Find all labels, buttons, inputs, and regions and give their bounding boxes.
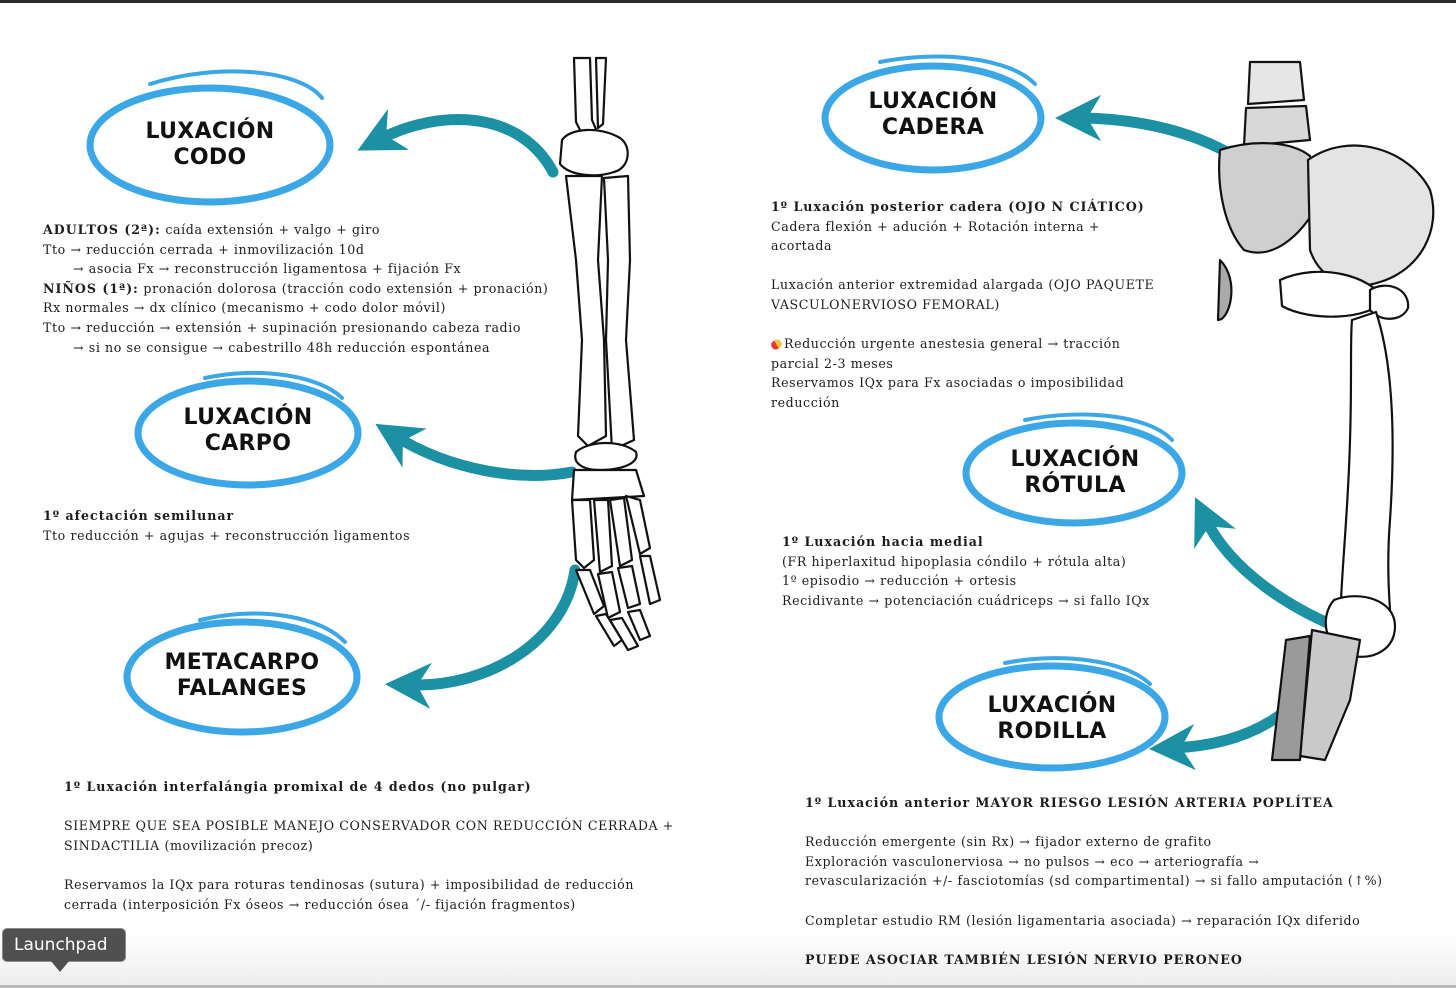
text-rodilla: 1º Luxación anterior MAYOR RIESGO LESIÓN…: [805, 795, 1383, 967]
window-bottom-fade: [0, 930, 1456, 988]
launchpad-tooltip-tail: [50, 960, 70, 972]
ellipse-carpo: [134, 377, 362, 489]
window-bottom-border: [0, 985, 1456, 988]
text-cadera: 1º Luxación posterior cadera (OJO N CIÁT…: [769, 199, 1155, 410]
title-ellipses: [86, 54, 1186, 772]
ellipse-rotula: [962, 419, 1186, 527]
text-metacarpo: 1º Luxación interfalángia promixal de 4 …: [64, 779, 674, 912]
text-codo: ADULTOS (2ª): caída extensión + valgo + …: [43, 222, 549, 355]
leg-skeleton: [1216, 60, 1435, 762]
arm-skeleton: [558, 56, 662, 652]
ellipse-cadera: [821, 62, 1045, 174]
ellipse-metacarpo: [123, 618, 361, 736]
arrow-metacarpo: [384, 564, 581, 709]
text-rotula: 1º Luxación hacia medial (FR hiperlaxitu…: [782, 534, 1150, 608]
window-top-border: [0, 0, 1456, 3]
arrow-carpo: [375, 423, 578, 481]
pill-icon: [769, 338, 784, 352]
ellipse-rodilla: [935, 662, 1169, 772]
arrow-codo: [357, 108, 559, 178]
launchpad-tooltip: Launchpad: [2, 928, 126, 962]
ellipse-codo: [86, 84, 334, 206]
text-carpo: 1º afectación semilunar Tto reducción + …: [43, 508, 411, 543]
